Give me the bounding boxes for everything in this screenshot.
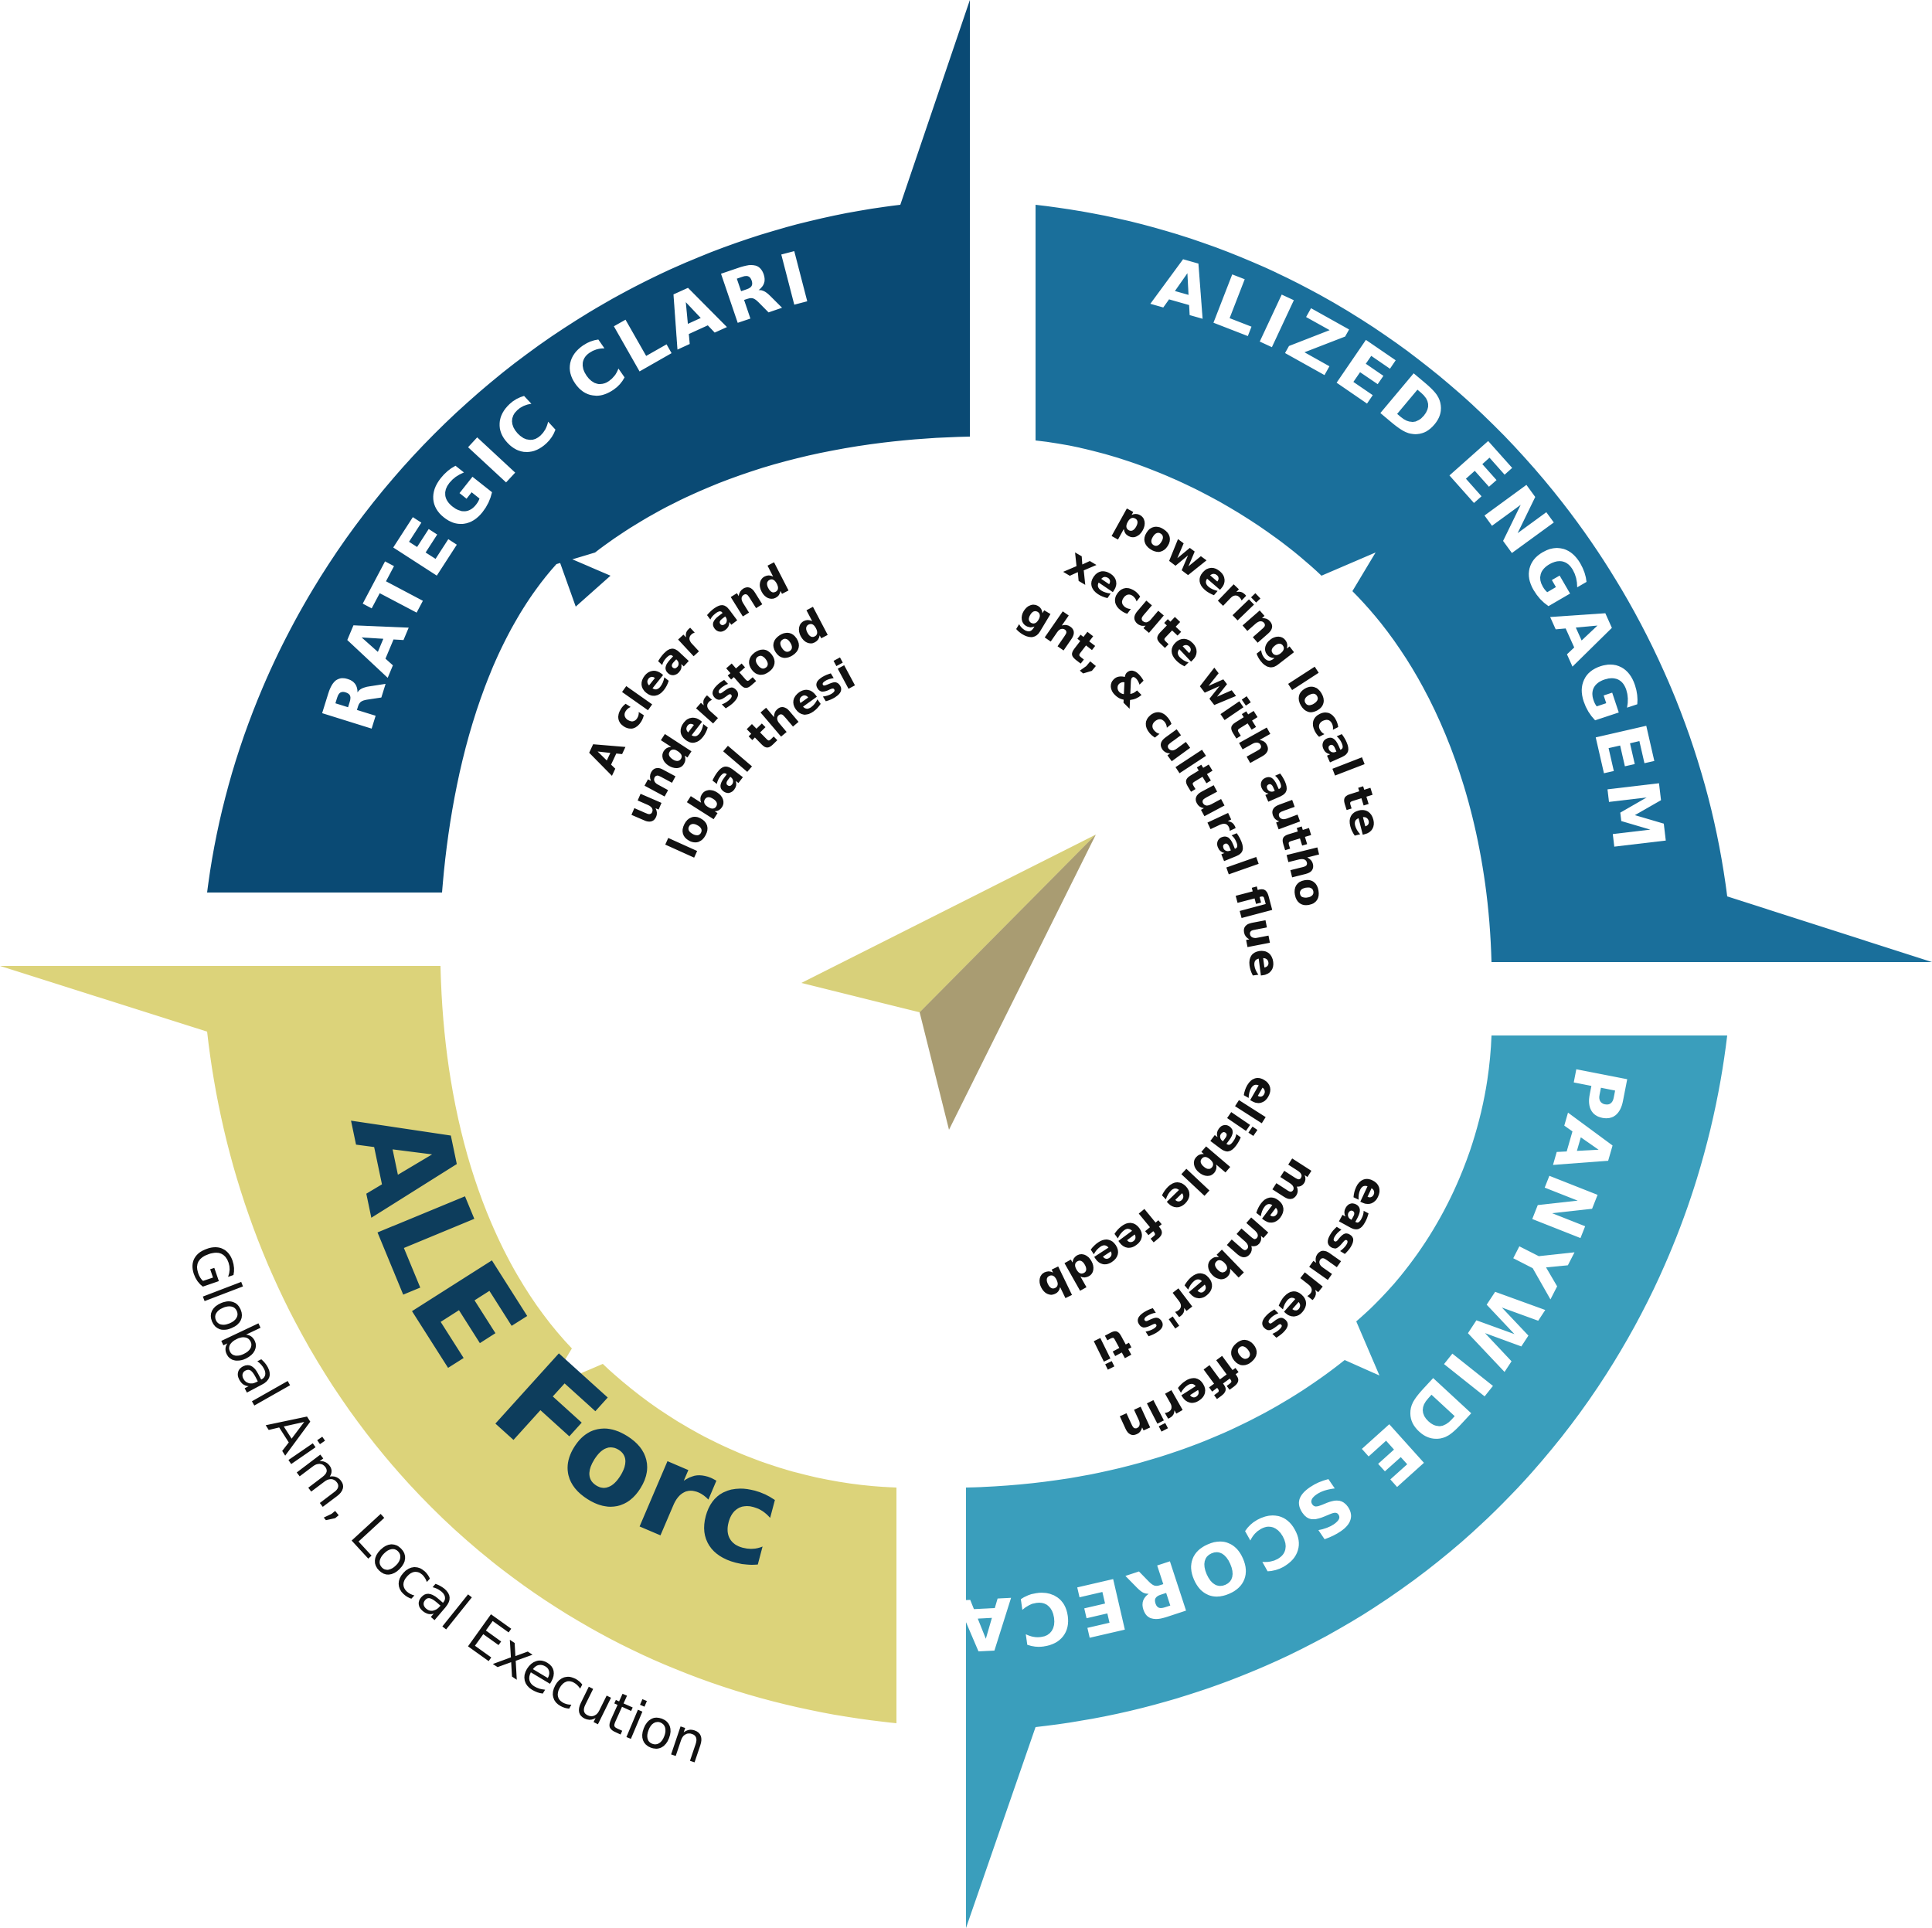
compass-needle-dark-half xyxy=(920,835,1096,1130)
strategic-clarity-band xyxy=(207,0,970,893)
compass-needle-light-half xyxy=(801,835,1096,1012)
compass-needle-icon xyxy=(801,835,1096,1130)
companywide-scorecards-band xyxy=(966,1035,1727,1928)
strategic-clarity-arrowhead xyxy=(556,553,611,607)
gale-force-band xyxy=(0,966,896,1723)
localized-engagement-band xyxy=(1036,205,1932,962)
